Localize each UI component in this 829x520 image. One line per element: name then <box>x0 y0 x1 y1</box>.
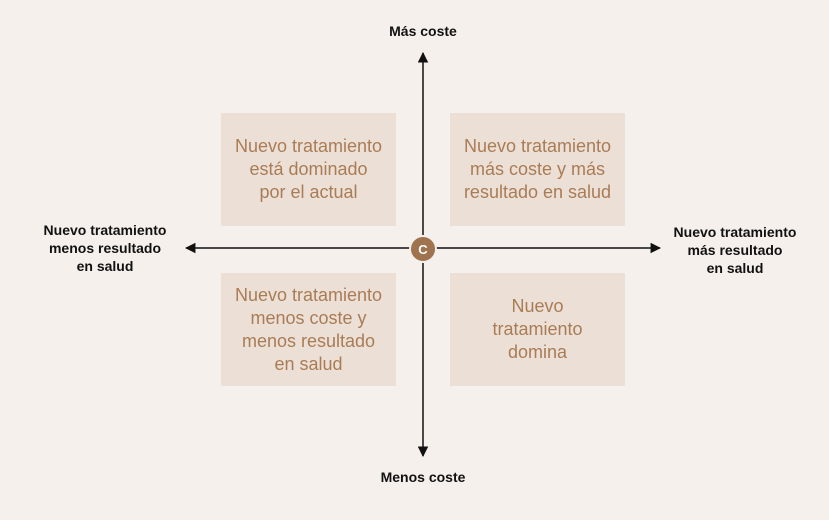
origin-marker: C <box>409 235 437 263</box>
quadrant-bottom-left-text: Nuevo tratamiento menos coste y menos re… <box>234 284 383 374</box>
axis-label-bottom: Menos coste <box>380 469 466 485</box>
quadrant-bottom-left: Nuevo tratamiento menos coste y menos re… <box>221 273 396 386</box>
quadrant-top-right: Nuevo tratamiento más coste y más result… <box>450 113 625 226</box>
quadrant-top-right-text: Nuevo tratamiento más coste y más result… <box>463 136 612 202</box>
quadrant-top-left-text: Nuevo tratamiento está dominado por el a… <box>234 136 383 202</box>
axis-label-top: Más coste <box>389 23 457 39</box>
quadrant-bottom-right-text: Nuevo tratamiento domina <box>492 296 583 362</box>
quadrant-top-left: Nuevo tratamiento está dominado por el a… <box>221 113 396 226</box>
quadrant-bottom-right: Nuevo tratamiento domina <box>450 273 625 386</box>
axis-label-left: Nuevo tratamiento menos resultado en sal… <box>43 222 167 274</box>
axis-label-right: Nuevo tratamiento más resultado en salud <box>673 224 797 276</box>
